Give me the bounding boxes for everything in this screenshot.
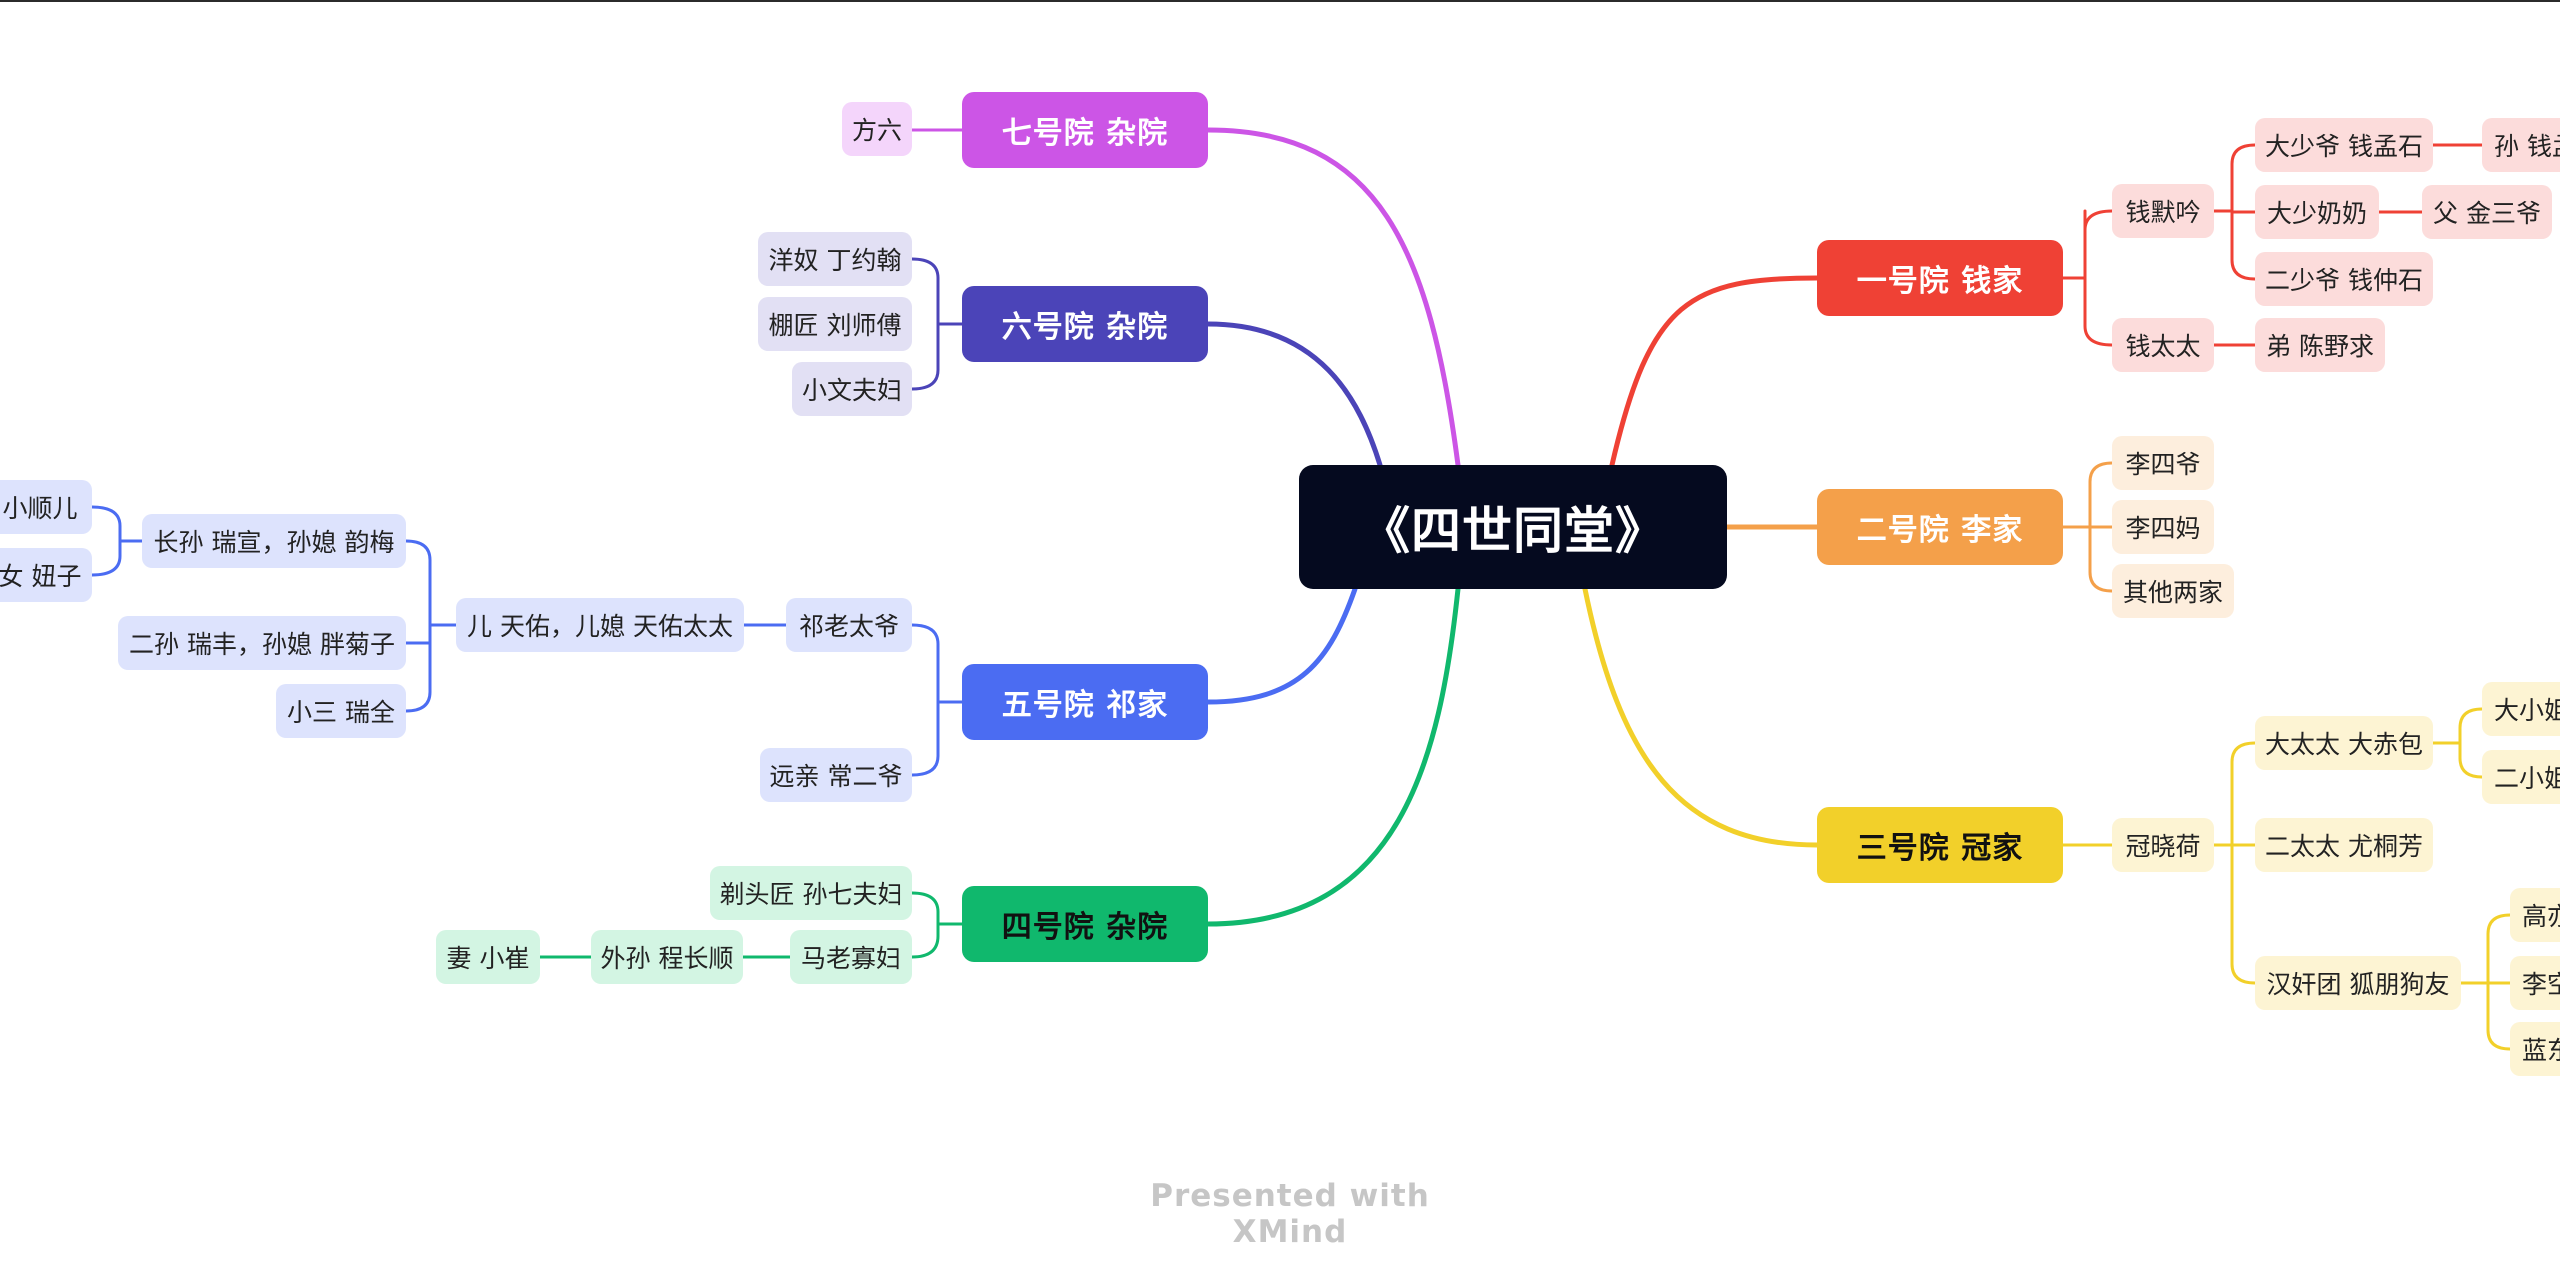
topic-yuanqin[interactable]: 远亲 常二爷 [760,748,912,802]
topic-guan-xiaohe[interactable]: 冠晓荷 [2112,818,2214,872]
branch-label: 三号院 冠家 [1856,831,2024,866]
topic-er-xiaojie[interactable]: 二小姐 [2482,750,2560,804]
topic-qita-liangjia[interactable]: 其他两家 [2112,564,2234,618]
connector-tianyou-children [404,539,458,713]
connector-yard1 [1609,275,1820,468]
window-top-border [0,0,2560,2]
topic-sun-qian[interactable]: 孙 钱孟 [2482,118,2560,172]
connector-hanjian-children [2459,913,2512,1051]
connector-yard4-children [910,891,964,959]
topic-lan-dongyang[interactable]: 蓝东阳 [2510,1022,2560,1076]
connector-yard5 [1205,586,1358,705]
central-topic-label: 《四世同堂》 [1360,502,1666,560]
branch-yard5[interactable]: 五号院 祁家 [962,664,1208,740]
topic-er-shaoye[interactable]: 二少爷 钱仲石 [2255,252,2433,306]
topic-li-sima[interactable]: 李四妈 [2112,500,2214,554]
connector-qian-moyin-children [2212,143,2257,281]
branch-yard4[interactable]: 四号院 杂院 [962,886,1208,962]
topic-xiaowen[interactable]: 小文夫妇 [792,362,912,416]
topic-fu-jinsanye[interactable]: 父 金三爷 [2422,185,2552,239]
branch-label: 一号院 钱家 [1856,264,2024,299]
topic-hanjian[interactable]: 汉奸团 狐朋狗友 [2255,956,2461,1010]
topic-qi-laotaiye[interactable]: 祁老太爷 [786,598,912,652]
topic-waisun[interactable]: 外孙 程长顺 [591,930,743,984]
topic-xiaoshuner[interactable]: 小顺儿 [0,480,92,534]
topic-da-taitai[interactable]: 大太太 大赤包 [2255,716,2433,770]
connector-yard1-children [2061,209,2114,347]
topic-ersun[interactable]: 二孙 瑞丰，孙媳 胖菊子 [118,616,406,670]
topic-xiaosan[interactable]: 小三 瑞全 [276,684,406,738]
connector-yard5-children [910,623,964,777]
connector-zhangsun-children [90,505,144,577]
topic-da-shaoye[interactable]: 大少爷 钱孟石 [2255,118,2433,172]
topic-li-siye[interactable]: 李四爷 [2112,436,2214,490]
topic-tianyou[interactable]: 儿 天佑，儿媳 天佑太太 [456,598,744,652]
topic-yangnu[interactable]: 洋奴 丁约翰 [758,232,912,286]
topic-di-chenyeqiu[interactable]: 弟 陈野求 [2255,318,2385,372]
branch-label: 六号院 杂院 [1001,310,1169,345]
branch-yard7[interactable]: 七号院 杂院 [962,92,1208,168]
connector-yard6 [1205,321,1383,468]
topic-fangliu[interactable]: 方六 [842,102,912,156]
topic-da-shaonainai[interactable]: 大少奶奶 [2255,185,2379,239]
topic-zhangsun[interactable]: 长孙 瑞宣，孙媳 韵梅 [142,514,406,568]
topic-er-taitai[interactable]: 二太太 尤桐芳 [2255,818,2433,872]
branch-yard1[interactable]: 一号院 钱家 [1817,240,2063,316]
connector-da-taitai-children [2431,707,2484,779]
topic-da-xiaojie[interactable]: 大小姐 [2482,682,2560,736]
branch-yard2[interactable]: 二号院 李家 [1817,489,2063,565]
topic-titoujiang[interactable]: 剃头匠 孙七夫妇 [710,866,912,920]
branch-label: 五号院 祁家 [1001,688,1169,723]
topic-gao-yituo[interactable]: 高亦陀 [2510,888,2560,942]
topic-li-kongshan[interactable]: 李空山 [2510,956,2560,1010]
connector-yard3 [1582,586,1820,848]
connector-yard4 [1205,586,1461,927]
branch-label: 七号院 杂院 [1001,116,1169,151]
topic-nv-niuzi[interactable]: 女 妞子 [0,548,92,602]
topic-ma-laoguafu[interactable]: 马老寡妇 [790,930,912,984]
topic-pengjiang[interactable]: 棚匠 刘师傅 [758,297,912,351]
connector-yard6-children [910,257,964,391]
branch-yard6[interactable]: 六号院 杂院 [962,286,1208,362]
topic-qian-moyin[interactable]: 钱默吟 [2112,184,2214,238]
topic-qian-taitai[interactable]: 钱太太 [2112,318,2214,372]
topic-qi-xiaocui[interactable]: 妻 小崔 [436,930,540,984]
connector-yard7 [1205,127,1461,468]
branch-label: 二号院 李家 [1856,513,2024,548]
connector-yard2-children [2061,461,2114,593]
central-topic[interactable]: 《四世同堂》 [1299,465,1727,589]
footer-watermark: Presented with XMind [1150,1178,1430,1250]
branch-label: 四号院 杂院 [1001,910,1169,945]
branch-yard3[interactable]: 三号院 冠家 [1817,807,2063,883]
connector-guan-children [2212,741,2257,985]
